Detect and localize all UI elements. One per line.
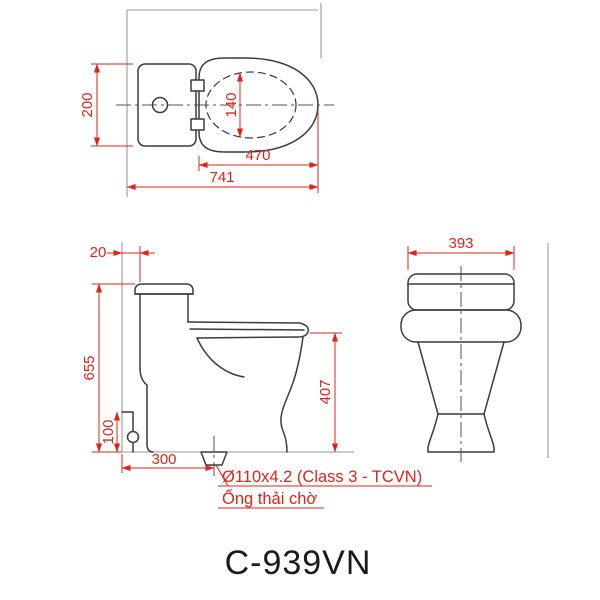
dimension-labels: 200 140 470 741 20 655 100 407 300 393 bbox=[79, 92, 474, 468]
bowl-front-profile bbox=[280, 336, 304, 453]
dim-front-width: 393 bbox=[448, 235, 473, 252]
bowl-underside bbox=[196, 337, 245, 378]
seat-seam bbox=[189, 328, 305, 331]
title-block: C-939VN bbox=[225, 544, 372, 582]
dim-bowl-height: 407 bbox=[317, 379, 334, 404]
seat-outline bbox=[198, 57, 319, 153]
dim-drain-offset: 300 bbox=[151, 451, 176, 468]
note-drain-label: Ống thải chờ bbox=[222, 488, 317, 508]
seat-profile bbox=[187, 321, 310, 339]
centerlines bbox=[116, 104, 462, 476]
hinge-bottom bbox=[190, 118, 205, 131]
top-view-fixture bbox=[137, 57, 319, 153]
wall-floor-lines bbox=[121, 3, 549, 458]
dim-wall-gap: 20 bbox=[90, 244, 107, 261]
drain-trap bbox=[200, 451, 228, 466]
pedestal-base bbox=[427, 413, 495, 453]
flush-button bbox=[151, 96, 169, 114]
dim-seat-length: 470 bbox=[245, 147, 270, 164]
tank-lid-side bbox=[134, 283, 194, 295]
dim-bowl-inner-width: 140 bbox=[223, 92, 240, 117]
supply-valve bbox=[126, 430, 140, 444]
bowl-taper-right bbox=[483, 341, 505, 415]
dim-total-height: 655 bbox=[81, 355, 98, 380]
side-view-fixture bbox=[121, 283, 310, 466]
bowl-taper-left bbox=[417, 341, 439, 415]
tank-top-outline bbox=[137, 63, 197, 147]
dimension-lines bbox=[91, 63, 515, 509]
bowl-inner-dashed bbox=[205, 71, 297, 139]
dim-inlet-height: 100 bbox=[100, 419, 117, 444]
hinge-top bbox=[190, 79, 205, 92]
dim-total-depth: 741 bbox=[209, 169, 234, 186]
dim-tank-depth: 200 bbox=[79, 92, 96, 117]
drain-leader bbox=[215, 464, 229, 487]
front-view-fixture bbox=[400, 273, 522, 453]
note-drain-spec: Ø110x4.2 (Class 3 - TCVN) bbox=[222, 468, 422, 486]
model-number: C-939VN bbox=[225, 544, 372, 582]
base-back bbox=[139, 367, 154, 453]
seat-front-band bbox=[400, 309, 522, 343]
drain-notes: Ø110x4.2 (Class 3 - TCVN) Ống thải chờ bbox=[222, 468, 422, 508]
